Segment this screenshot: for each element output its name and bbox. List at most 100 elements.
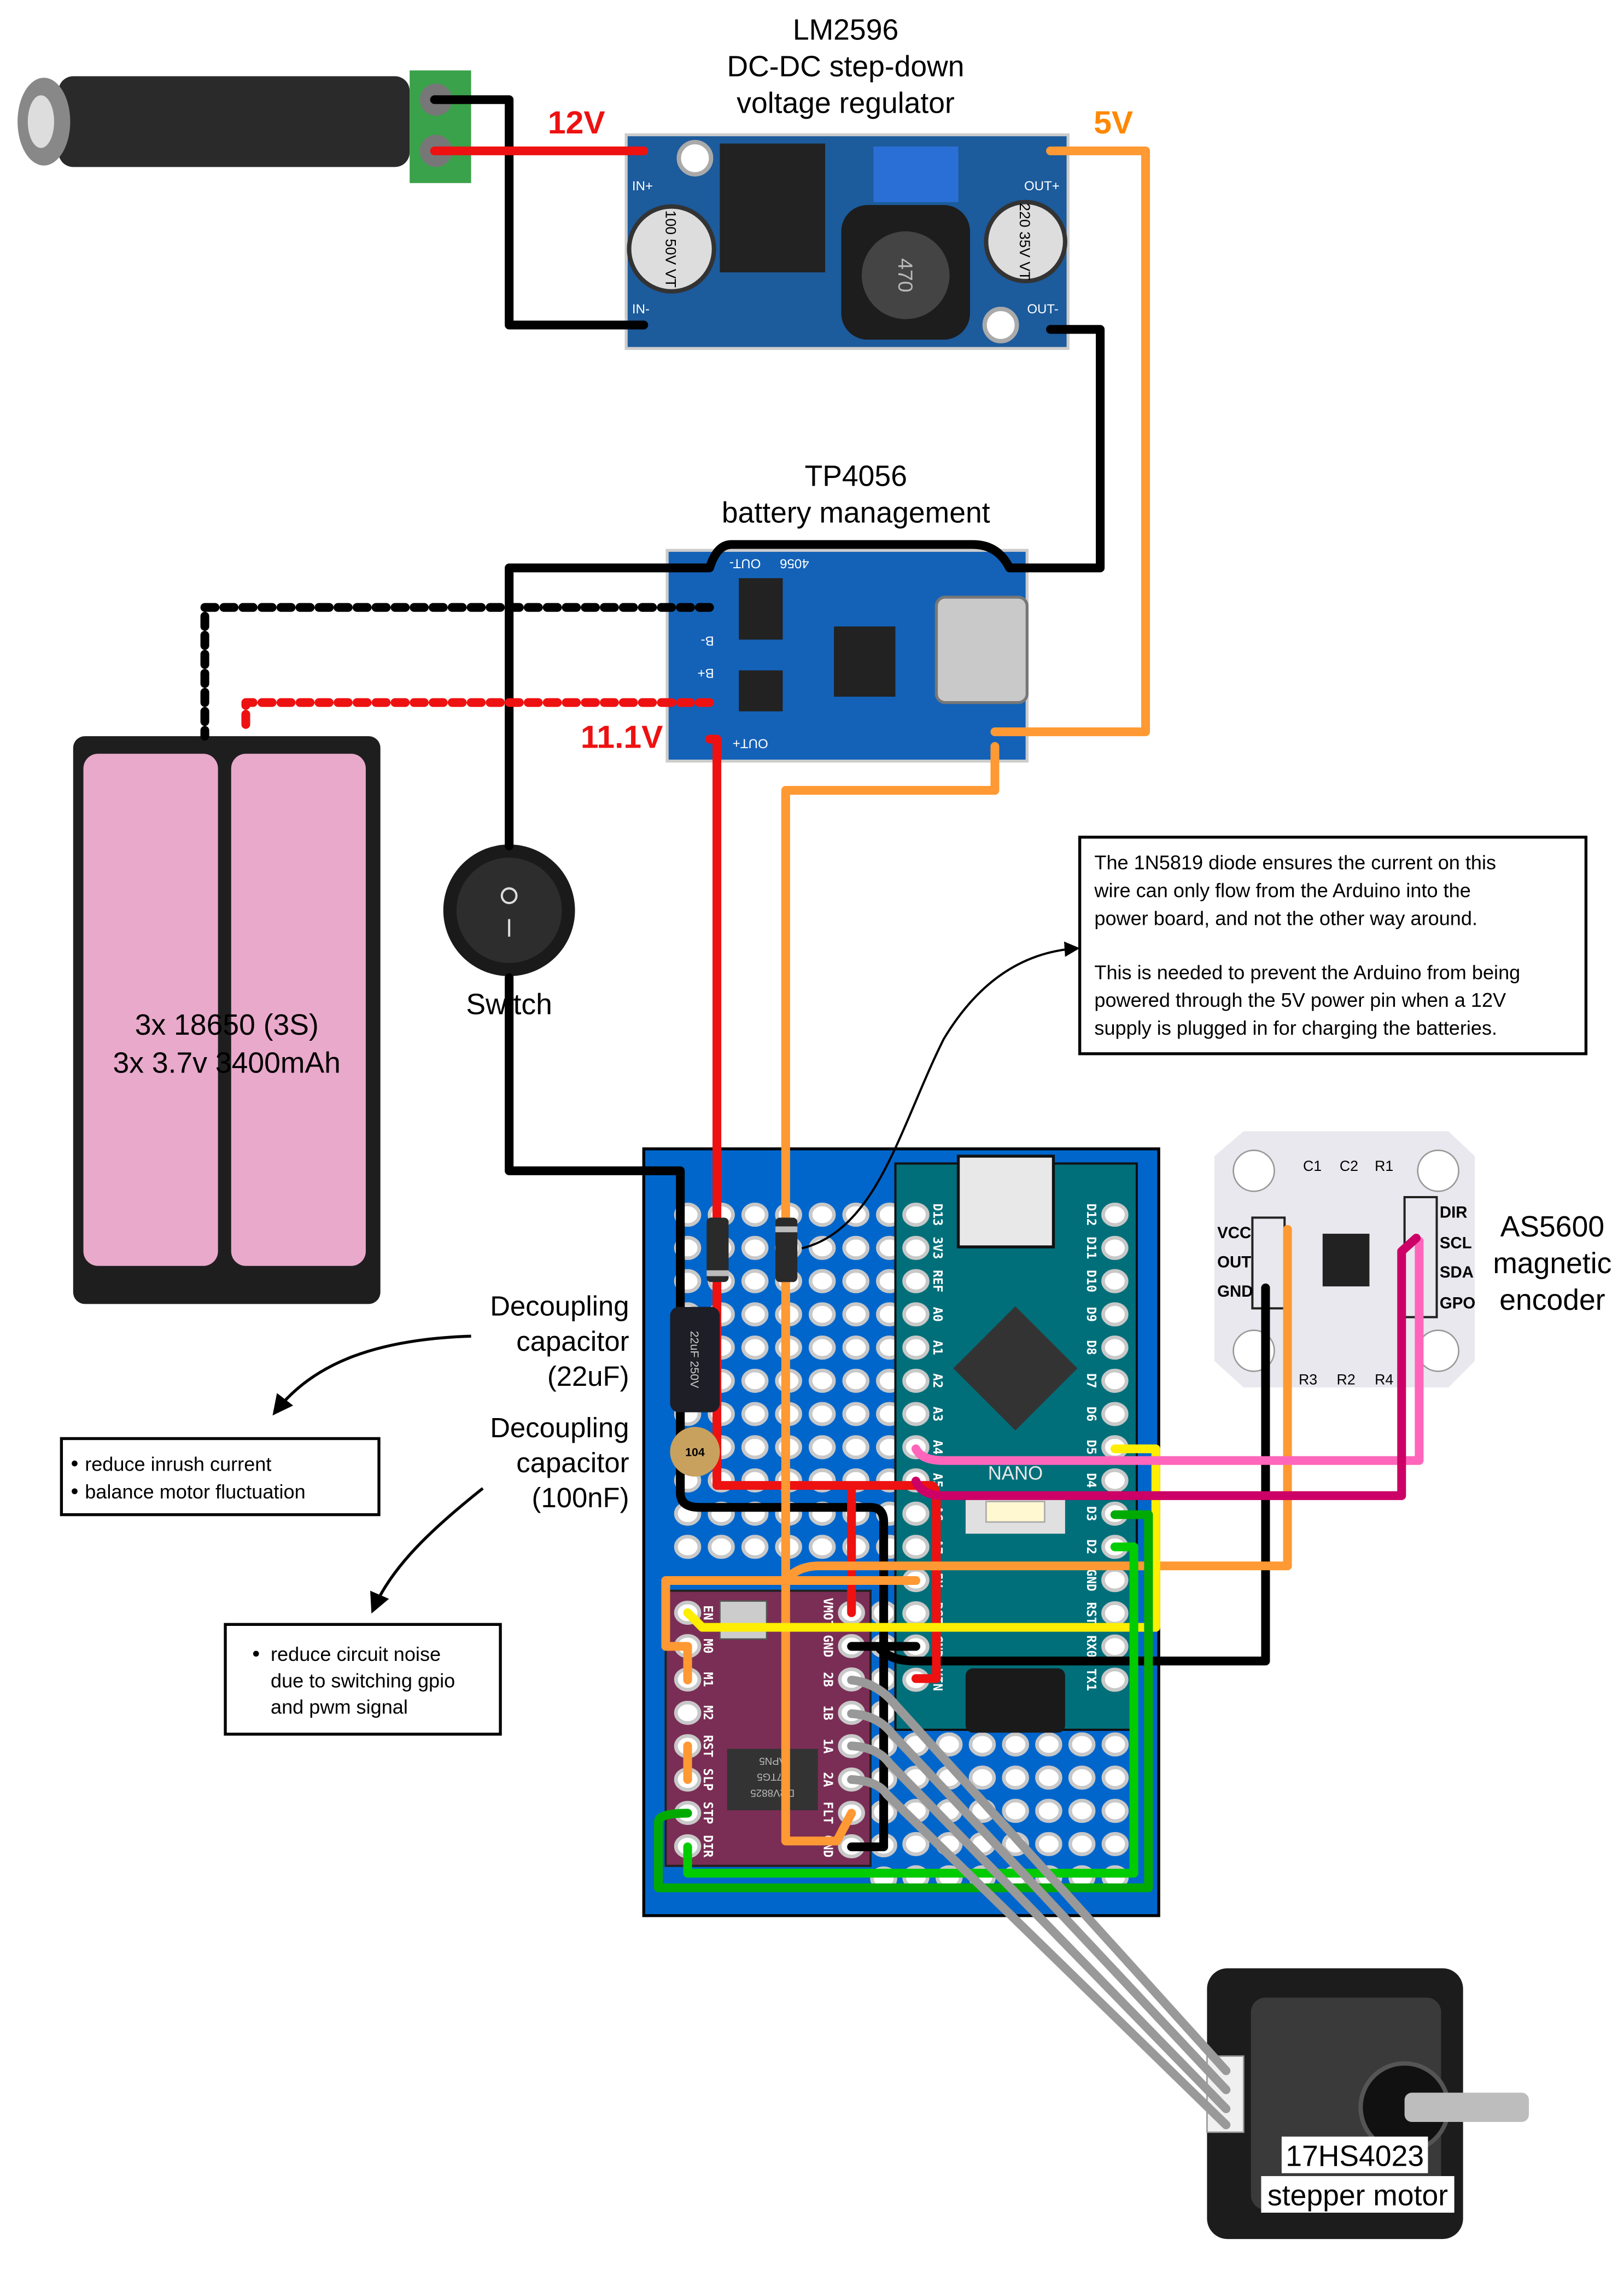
perf-hole bbox=[741, 1235, 769, 1260]
perf-hole bbox=[842, 1402, 870, 1426]
ceramic-capacitor bbox=[670, 1427, 720, 1477]
nano-pin-label: RST bbox=[1084, 1602, 1098, 1624]
note-line: supply is plugged in for charging the ba… bbox=[1094, 1017, 1497, 1039]
pin-label-out-minus: OUT- bbox=[1027, 302, 1059, 317]
perf-hole bbox=[1002, 1732, 1029, 1757]
perf-hole bbox=[741, 1435, 769, 1460]
wires bbox=[200, 95, 1424, 2130]
bullet-icon bbox=[253, 1651, 259, 1657]
nano-pin-a2 bbox=[902, 1368, 930, 1393]
diode-band bbox=[775, 1226, 798, 1233]
diode-body bbox=[775, 1217, 798, 1282]
inductor-core bbox=[861, 231, 950, 319]
encoder-pin-label: SDA bbox=[1440, 1263, 1474, 1281]
voltage-label-5v: 5V bbox=[1094, 105, 1133, 141]
nano-pin-label: D9 bbox=[1084, 1307, 1098, 1322]
motor-label-bg bbox=[1281, 2136, 1428, 2173]
wire-switched-ground bbox=[505, 973, 889, 1852]
nano-pin-label: D5 bbox=[1084, 1440, 1098, 1455]
note-line: This is needed to prevent the Arduino fr… bbox=[1094, 961, 1520, 983]
nano-pin-label: D11 bbox=[1084, 1237, 1098, 1259]
driver-pin-label: M2 bbox=[700, 1705, 715, 1720]
mini-usb-port bbox=[956, 1154, 1055, 1249]
perf-hole bbox=[1101, 1732, 1129, 1757]
component-label: R1 bbox=[1375, 1158, 1393, 1174]
nano-pin-label: D7 bbox=[1084, 1373, 1098, 1388]
wire-jack-ground bbox=[430, 95, 649, 330]
note-bullet-line: due to switching gpio bbox=[271, 1669, 455, 1692]
inductor-marking: 470 bbox=[894, 258, 917, 292]
diode-1n5819-battery bbox=[706, 1217, 729, 1282]
rocker-switch[interactable] bbox=[443, 844, 575, 976]
capacitor-22uf: 22uF 250V bbox=[670, 1307, 720, 1413]
driver-pin-label: VMOT bbox=[820, 1598, 834, 1628]
motor-label-line: 17HS4023 bbox=[1286, 2140, 1424, 2172]
nano-pin-label: D8 bbox=[1084, 1340, 1098, 1355]
charger-title-line: battery management bbox=[722, 497, 990, 529]
switch-off-mark-icon bbox=[500, 887, 518, 905]
nano-pin-a1 bbox=[902, 1335, 930, 1360]
wire-regulator-5v bbox=[990, 146, 1150, 737]
input-capacitor-marking: 100 50V VT bbox=[662, 211, 679, 288]
component-label: C1 bbox=[1303, 1158, 1322, 1174]
nano-pin-d4 bbox=[1101, 1468, 1129, 1493]
pin-label-out-plus: OUT+ bbox=[1024, 179, 1060, 194]
perf-hole bbox=[808, 1335, 836, 1360]
switch-rocker[interactable] bbox=[456, 858, 562, 963]
driver-pin-label: M1 bbox=[700, 1672, 715, 1687]
driver-chip-line: 47TG5 bbox=[757, 1771, 788, 1783]
driver-pin-label: DIR bbox=[700, 1835, 715, 1857]
perf-hole bbox=[741, 1203, 769, 1227]
nano-pin-rx0 bbox=[1101, 1634, 1129, 1659]
mount-hole bbox=[982, 306, 1019, 343]
nano-pin-label: TX1 bbox=[1084, 1669, 1098, 1691]
bullet-icon bbox=[72, 1488, 78, 1495]
driver-pin-label: M0 bbox=[700, 1638, 715, 1653]
wire-battery-negative bbox=[200, 603, 714, 741]
bullet-icon bbox=[72, 1460, 78, 1467]
encoder-pin-label: GND bbox=[1217, 1282, 1253, 1301]
note-line: powered through the 5V power pin when a … bbox=[1094, 989, 1506, 1011]
encoder-ic bbox=[1322, 1233, 1370, 1287]
reset-button-cap[interactable] bbox=[985, 1501, 1045, 1523]
component-label: R4 bbox=[1375, 1371, 1393, 1387]
electrolytic-capacitor bbox=[670, 1307, 720, 1413]
wire-motor-1b bbox=[847, 1709, 1231, 2095]
nano-pin-label: GND bbox=[1084, 1569, 1098, 1591]
note-bullet-line: reduce inrush current bbox=[85, 1453, 271, 1475]
perf-hole bbox=[741, 1368, 769, 1393]
encoder-title-line: AS5600 bbox=[1500, 1211, 1604, 1243]
note-line: power board, and not the other way aroun… bbox=[1094, 907, 1477, 929]
encoder-pin-label: VCC bbox=[1217, 1224, 1251, 1242]
perf-hole bbox=[842, 1435, 870, 1460]
perf-hole bbox=[741, 1335, 769, 1360]
jack-socket-hole bbox=[27, 95, 54, 148]
potentiometer bbox=[873, 146, 959, 202]
wire-d3-to-step bbox=[654, 1510, 1153, 1892]
nano-pin-label: D4 bbox=[1084, 1473, 1098, 1488]
pin-label-out-plus: OUT+ bbox=[733, 736, 768, 751]
driver-pin-label: 2B bbox=[820, 1672, 834, 1687]
perf-hole bbox=[1068, 1765, 1096, 1790]
output-capacitor bbox=[984, 200, 1067, 284]
perf-hole bbox=[808, 1402, 836, 1426]
nano-pin-tx1 bbox=[1101, 1667, 1129, 1692]
wire-motor-2b bbox=[847, 1675, 1231, 2075]
pin-label-in-minus: IN- bbox=[632, 302, 650, 317]
regulator-title-line: DC-DC step-down bbox=[727, 50, 965, 83]
diode-body bbox=[706, 1217, 729, 1282]
wire-motor-1a bbox=[847, 1741, 1231, 2113]
encoder-pin-label: SCL bbox=[1440, 1234, 1472, 1252]
perf-hole bbox=[808, 1269, 836, 1293]
mount-hole bbox=[1417, 1150, 1459, 1192]
driver-pin-label: SLP bbox=[700, 1768, 715, 1791]
driver-pin-label: 1A bbox=[820, 1739, 834, 1754]
microcontroller-chip bbox=[953, 1306, 1078, 1431]
perf-hole bbox=[808, 1368, 836, 1393]
perf-hole bbox=[741, 1269, 769, 1293]
driver-pin-label: 1B bbox=[820, 1705, 834, 1720]
cap2-arrow bbox=[370, 1487, 484, 1614]
charger-ic bbox=[834, 626, 896, 697]
perf-hole bbox=[808, 1302, 836, 1327]
battery-label-line: 3x 3.7v 3400mAh bbox=[113, 1047, 341, 1080]
